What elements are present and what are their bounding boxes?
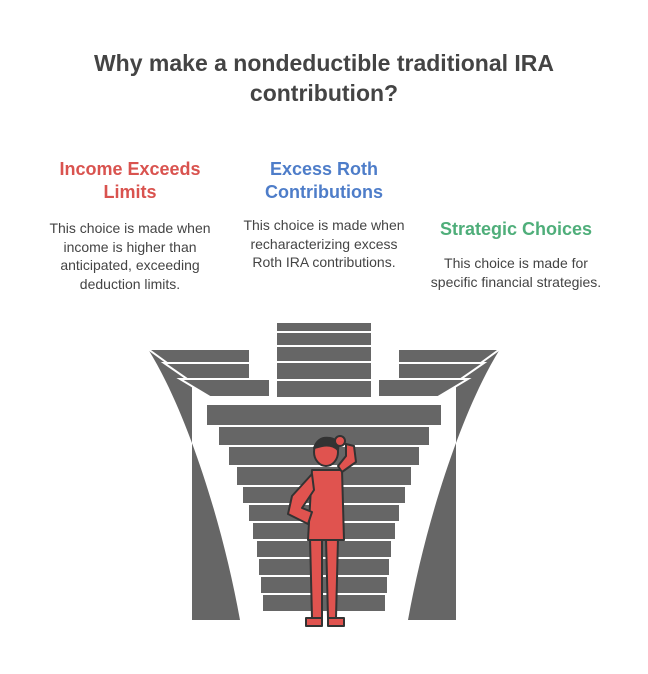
page-title: Why make a nondeductible traditional IRA… xyxy=(93,50,555,106)
reason-excess-roth-contributions: Excess Roth Contributions This choice is… xyxy=(235,158,413,272)
reason-heading: Income Exceeds Limits xyxy=(59,159,201,202)
reason-heading: Excess Roth Contributions xyxy=(265,159,383,202)
reason-strategic-choices: Strategic Choices This choice is made fo… xyxy=(421,218,611,291)
reason-description: This choice is made for specific financi… xyxy=(430,255,602,290)
person-thinking-icon xyxy=(287,435,357,627)
left-wall xyxy=(148,349,240,620)
right-steps xyxy=(377,348,504,398)
reason-heading: Strategic Choices xyxy=(439,219,593,239)
reason-income-exceeds-limits: Income Exceeds Limits This choice is mad… xyxy=(45,158,215,293)
reason-description: This choice is made when recharacterizin… xyxy=(243,217,405,270)
right-wall xyxy=(408,349,500,620)
center-block xyxy=(275,321,373,399)
reason-description: This choice is made when income is highe… xyxy=(49,220,211,292)
staircase xyxy=(144,321,504,620)
left-steps xyxy=(144,348,271,398)
